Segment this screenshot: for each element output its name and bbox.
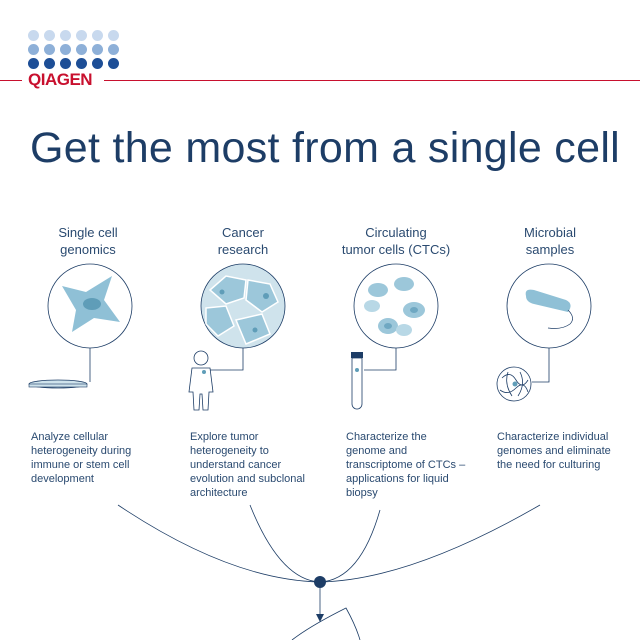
logo-dot	[60, 58, 71, 69]
column-heading-single-cell-genomics: Single cell genomics	[18, 224, 158, 258]
description-line: Analyze cellular	[31, 431, 109, 443]
description-line: the need for culturing	[497, 459, 601, 471]
microbe-cluster-icon	[496, 366, 532, 402]
column-heading-cancer-research: Cancer research	[173, 224, 313, 258]
tumor-tissue-icon	[200, 263, 286, 371]
description-line: biopsy	[346, 487, 378, 499]
description-line: genomes and eliminate	[497, 445, 611, 457]
column-heading-ctcs: Circulating tumor cells (CTCs)	[326, 224, 466, 258]
heading-line: tumor cells (CTCs)	[341, 242, 451, 257]
logo-dot	[76, 58, 87, 69]
logo-dot	[76, 44, 87, 55]
description-single-cell-genomics: Analyze cellular heterogeneity during im…	[31, 430, 181, 486]
description-line: Explore tumor	[190, 431, 259, 443]
heading-line: Circulating	[365, 225, 427, 240]
arrow-down-icon	[316, 614, 324, 622]
description-line: heterogeneity during	[31, 445, 132, 457]
logo-dot	[108, 58, 119, 69]
logo-dot	[28, 44, 39, 55]
heading-line: Microbial	[523, 225, 576, 240]
logo-dot	[76, 30, 87, 41]
logo-dot	[108, 30, 119, 41]
logo-dot	[44, 44, 55, 55]
logo-dot	[108, 44, 119, 55]
logo-dot	[92, 44, 103, 55]
header-rule-left	[0, 80, 22, 81]
description-line: evolution and subclonal	[190, 473, 305, 485]
logo-dot-grid	[28, 30, 120, 69]
petri-dish-icon	[28, 379, 88, 389]
logo-dot	[28, 30, 39, 41]
convergence-node	[314, 576, 326, 588]
logo-dot	[44, 30, 55, 41]
description-line: development	[31, 473, 94, 485]
logo-dot	[60, 44, 71, 55]
qiagen-logo: QIAGEN	[28, 30, 120, 88]
heading-line: Single cell	[58, 225, 118, 240]
description-ctcs: Characterize the genome and transcriptom…	[346, 430, 496, 500]
description-line: Characterize individual	[497, 431, 609, 443]
bacterium-icon	[506, 263, 592, 383]
logo-wordmark: QIAGEN	[28, 70, 93, 89]
description-line: architecture	[190, 487, 248, 499]
single-cell-icon	[47, 263, 133, 382]
heading-line: samples	[525, 242, 575, 257]
column-heading-microbial-samples: Microbial samples	[480, 224, 620, 258]
person-icon	[188, 350, 214, 411]
description-line: transcriptome of CTCs –	[346, 459, 466, 471]
logo-dot	[92, 58, 103, 69]
description-line: genome and	[346, 445, 408, 457]
description-line: immune or stem cell	[31, 459, 130, 471]
heading-line: genomics	[60, 242, 116, 257]
description-line: applications for liquid	[346, 473, 449, 485]
heading-line: research	[217, 242, 269, 257]
description-line: Characterize the	[346, 431, 427, 443]
logo-dot	[60, 30, 71, 41]
test-tube-icon	[351, 352, 363, 410]
description-cancer-research: Explore tumor heterogeneity to understan…	[190, 430, 340, 500]
description-microbial-samples: Characterize individual genomes and elim…	[497, 430, 640, 472]
blood-cells-icon	[353, 263, 439, 371]
logo-dot	[44, 58, 55, 69]
page-title: Get the most from a single cell	[30, 124, 621, 172]
logo-dot	[92, 30, 103, 41]
description-line: understand cancer	[190, 459, 282, 471]
header-rule	[104, 80, 640, 81]
logo-dot	[28, 58, 39, 69]
converging-lines	[117, 504, 541, 640]
heading-line: Cancer	[222, 225, 264, 240]
description-line: heterogeneity to	[190, 445, 269, 457]
